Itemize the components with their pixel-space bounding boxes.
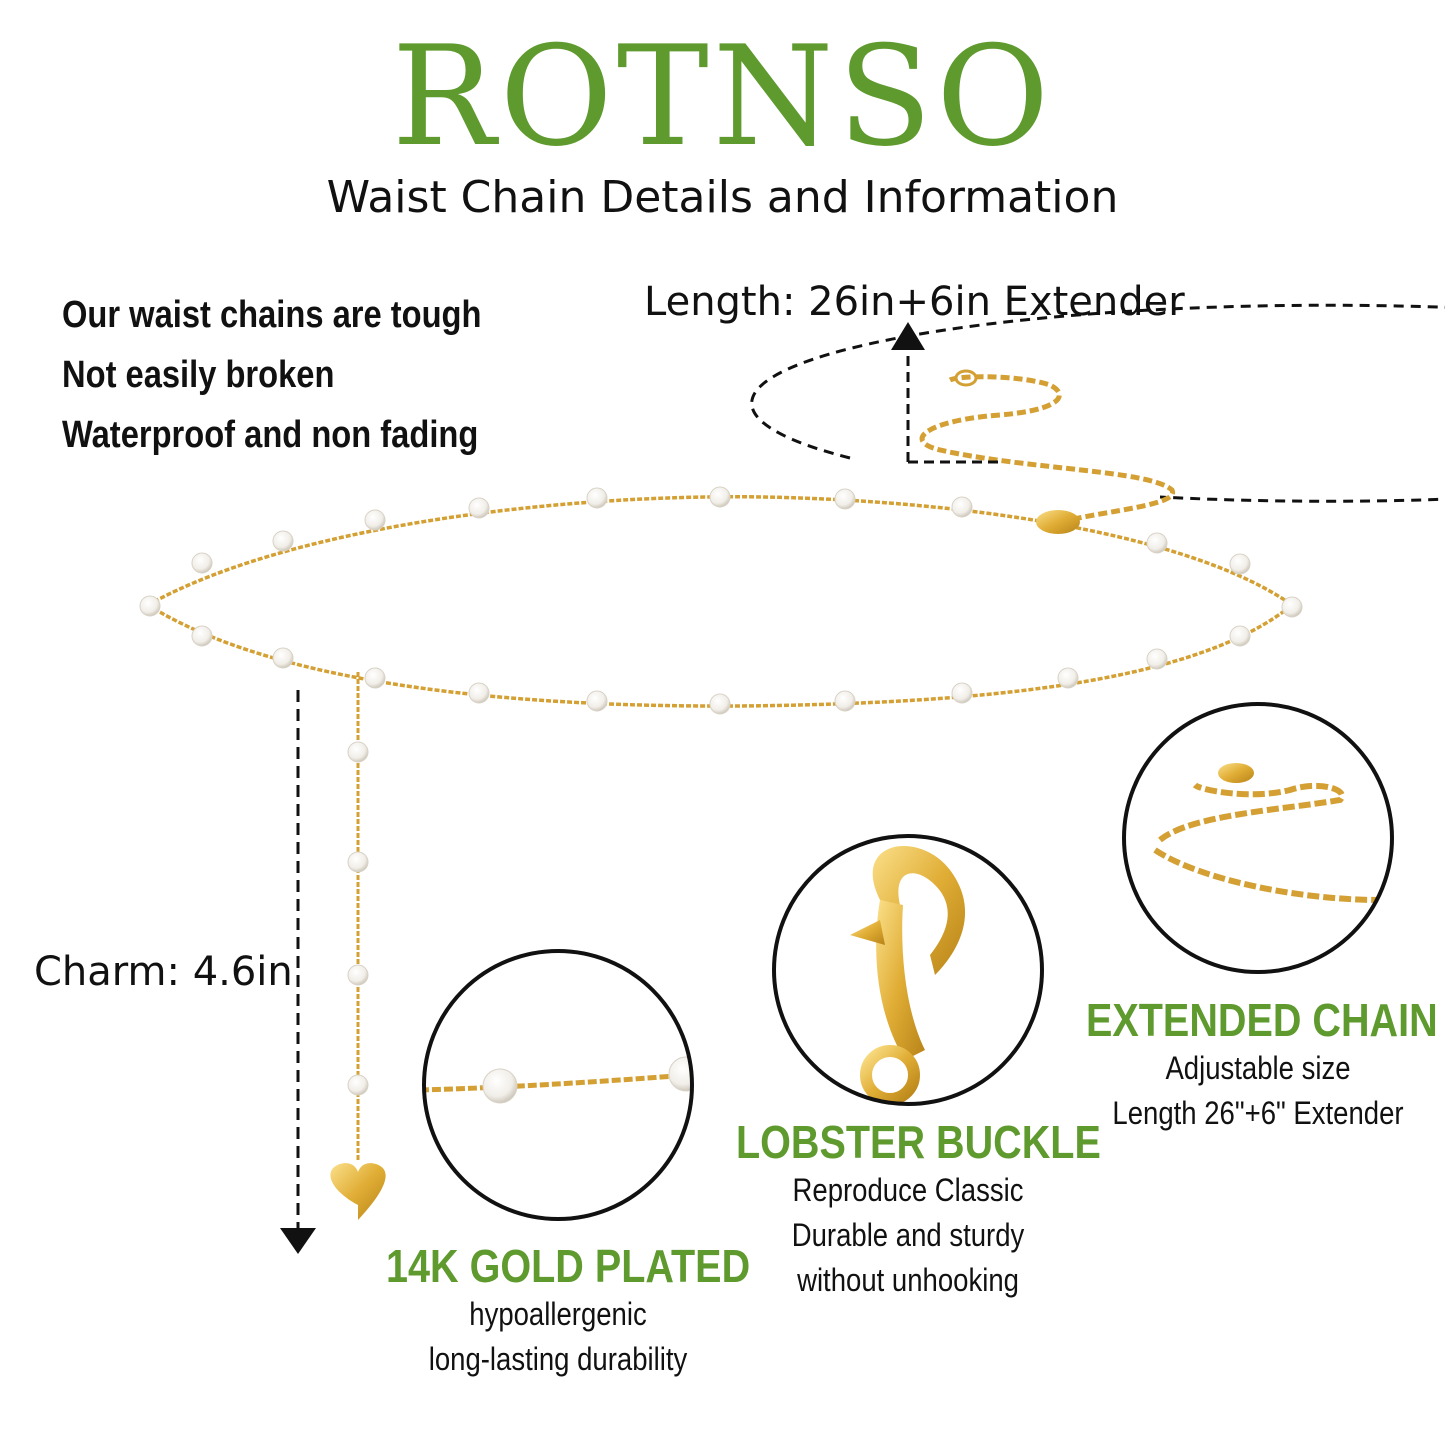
length-label: Length: 26in+6in Extender [644, 279, 1185, 325]
pearl [709, 693, 731, 715]
pearl [709, 486, 731, 508]
page-subtitle: Waist Chain Details and Information [326, 172, 1119, 223]
pearl [347, 741, 369, 763]
pearl [364, 509, 386, 531]
feature-title: EXTENDED CHAIN [1086, 994, 1438, 1046]
gold-chain-closeup [422, 949, 694, 1221]
heart-charm-icon [330, 1163, 386, 1220]
pearl [586, 487, 608, 509]
feature-line: Adjustable size [1165, 1050, 1351, 1086]
pearl [191, 552, 213, 574]
lobster-buckle-closeup [772, 834, 1044, 1106]
brand-logo: ROTNSO [391, 16, 1054, 177]
feature-title: 14K GOLD PLATED [386, 1240, 751, 1292]
pearl [191, 625, 213, 647]
length-arrow [891, 322, 1000, 464]
pearl [347, 851, 369, 873]
pearl [1229, 553, 1251, 575]
pearl [1281, 596, 1303, 618]
pearl [1229, 625, 1251, 647]
pearl [834, 488, 856, 510]
pearl [139, 595, 161, 617]
claim-tough: Our waist chains are tough [62, 294, 482, 336]
pearl [1146, 648, 1168, 670]
claim-not-broken: Not easily broken [62, 354, 335, 396]
dashed-ellipse [750, 303, 1445, 503]
feature-line: Reproduce Classic [792, 1172, 1024, 1208]
pearl [951, 496, 973, 518]
pearl [1146, 532, 1168, 554]
pearl [272, 647, 294, 669]
extender-chain-closeup [1122, 702, 1394, 974]
pearl [364, 667, 386, 689]
pearl [586, 690, 608, 712]
pearls [139, 486, 1303, 1096]
feature-title: LOBSTER BUCKLE [736, 1116, 1101, 1168]
feature-line: without unhooking [797, 1262, 1019, 1298]
claim-waterproof: Waterproof and non fading [62, 414, 479, 456]
pearl [347, 1074, 369, 1096]
feature-line: Durable and sturdy [791, 1217, 1025, 1253]
feature-line: hypoallergenic [469, 1296, 647, 1332]
feature-line: long-lasting durability [428, 1341, 688, 1377]
pearl [951, 682, 973, 704]
pearl [834, 690, 856, 712]
pearl [468, 497, 490, 519]
feature-lobster-buckle: LOBSTER BUCKLE Reproduce Classic Durable… [708, 1116, 1108, 1303]
pearl [272, 530, 294, 552]
pearl [347, 964, 369, 986]
feature-gold-plated: 14K GOLD PLATED hypoallergenic long-last… [358, 1240, 758, 1382]
feature-extended-chain: EXTENDED CHAIN Adjustable size Length 26… [1058, 994, 1445, 1136]
pearl [1057, 667, 1079, 689]
charm-arrow [280, 690, 316, 1254]
charm-label: Charm: 4.6in [34, 949, 293, 995]
pearl [468, 682, 490, 704]
feature-line: Length 26"+6" Extender [1112, 1095, 1404, 1131]
